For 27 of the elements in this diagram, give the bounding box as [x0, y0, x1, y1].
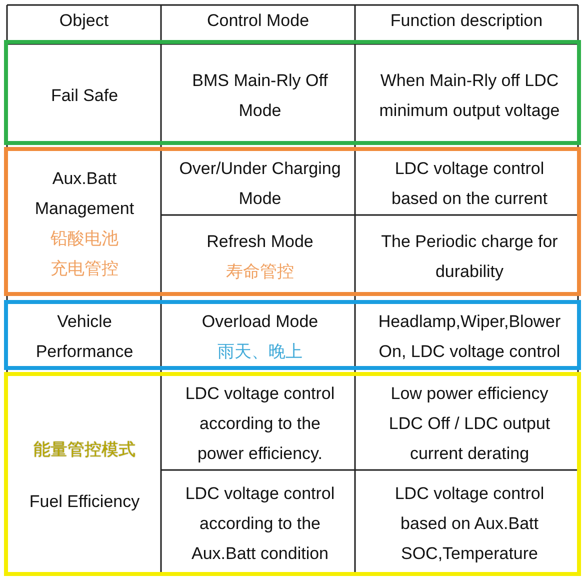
- cell-text: LDC voltage control according to the power efficiency.: [184, 383, 336, 465]
- cell-text: Refresh Mode: [206, 230, 314, 252]
- highlight-frame: [4, 372, 581, 576]
- column-header: Object: [59, 11, 109, 31]
- cell-text: LDC voltage control based on the current: [390, 158, 548, 210]
- highlight-frame: [4, 40, 581, 145]
- cell-text: Overload Mode: [202, 311, 318, 333]
- cell-text: Headlamp,Wiper,Blower On, LDC voltage control: [377, 311, 562, 363]
- cell-text: LDC voltage control according to the Aux.Batt condition: [184, 483, 336, 565]
- cell-text: 铅酸电池充电管控: [50, 228, 120, 280]
- cell-text: LDC voltage control based on Aux.Batt SOC,Temperature: [394, 483, 546, 565]
- highlight-frame: [4, 147, 581, 296]
- cell-text: Aux.Batt Management: [34, 168, 136, 220]
- cell-text: Fuel Efficiency: [29, 491, 140, 513]
- column-header: Function description: [390, 11, 543, 31]
- cell-text: Over/Under Charging Mode: [179, 158, 341, 210]
- cell-text: BMS Main-Rly Off Mode: [191, 70, 329, 122]
- cell-text: Vehicle Performance: [34, 311, 134, 363]
- cell-text: The Periodic charge for durability: [380, 230, 559, 282]
- cell-text: Fail Safe: [50, 84, 118, 106]
- cell-text: 能量管控模式: [34, 439, 136, 462]
- column-header: Control Mode: [206, 11, 310, 31]
- cell-text: 寿命管控: [226, 260, 294, 284]
- highlight-frame: [4, 300, 581, 370]
- cell-text: 雨天、晚上: [218, 341, 302, 364]
- cell-text: When Main-Rly off LDC minimum output voltage: [378, 70, 561, 122]
- cell-text: Low power efficiency LDC Off / LDC output current derating: [388, 383, 552, 465]
